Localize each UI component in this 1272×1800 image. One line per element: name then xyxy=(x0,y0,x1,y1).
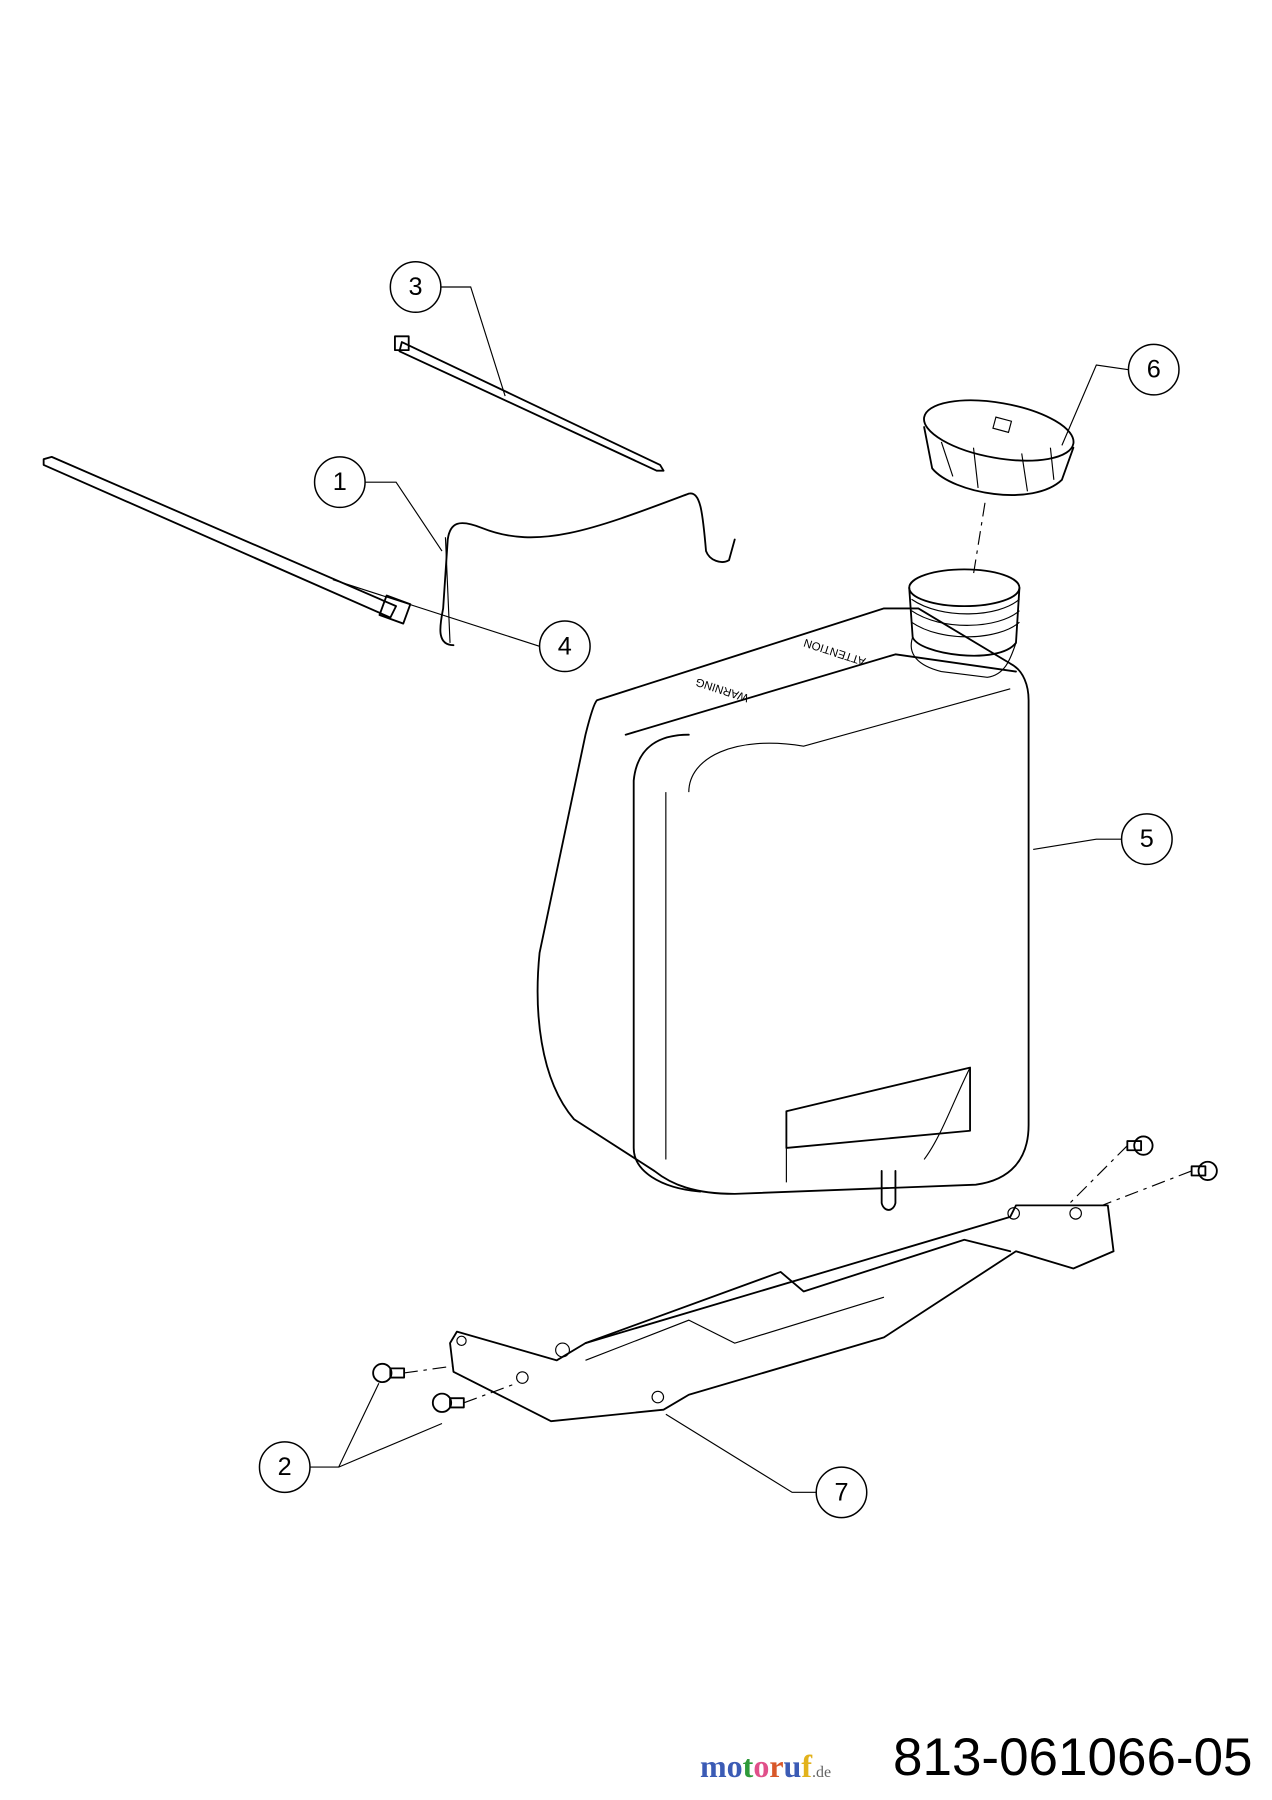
cable-tie-long xyxy=(42,455,412,625)
callout-label: 2 xyxy=(278,1453,292,1481)
callout-label: 4 xyxy=(558,632,572,660)
callout-7[interactable]: 7 xyxy=(815,1466,868,1519)
watermark-letter: t xyxy=(742,1748,754,1784)
cable-tie-short xyxy=(394,335,665,472)
callout-label: 3 xyxy=(409,273,423,301)
callout-label: 7 xyxy=(834,1478,848,1506)
tank-bracket xyxy=(449,1204,1115,1423)
callout-3[interactable]: 3 xyxy=(389,260,442,313)
fuel-tank: WARNING ATTENTION xyxy=(536,568,1030,1211)
watermark-letter: o xyxy=(726,1748,743,1784)
leader-lines xyxy=(309,286,1129,1493)
watermark-logo: motoruf.de xyxy=(700,1748,831,1791)
watermark-suffix: .de xyxy=(811,1764,832,1781)
diagram-part-number: 813-061066-05 xyxy=(893,1728,1253,1787)
watermark-letter: m xyxy=(700,1748,727,1784)
callout-6[interactable]: 6 xyxy=(1127,343,1180,396)
watermark-letter: f xyxy=(801,1748,812,1784)
callout-label: 1 xyxy=(333,468,347,496)
watermark-letter: o xyxy=(753,1748,770,1784)
callout-2[interactable]: 2 xyxy=(258,1441,311,1494)
tank-warning-label: WARNING xyxy=(694,675,750,703)
callout-label: 6 xyxy=(1147,356,1161,384)
fuel-cap xyxy=(923,399,1075,575)
screws xyxy=(372,1135,1218,1413)
wire-retainer xyxy=(439,492,736,647)
watermark-letter: r xyxy=(769,1748,784,1784)
tank-attention-label: ATTENTION xyxy=(802,636,867,667)
callout-1[interactable]: 1 xyxy=(313,456,366,509)
callout-4[interactable]: 4 xyxy=(538,620,591,673)
watermark-letter: u xyxy=(783,1748,802,1784)
callout-label: 5 xyxy=(1140,825,1154,853)
callout-5[interactable]: 5 xyxy=(1120,813,1173,866)
